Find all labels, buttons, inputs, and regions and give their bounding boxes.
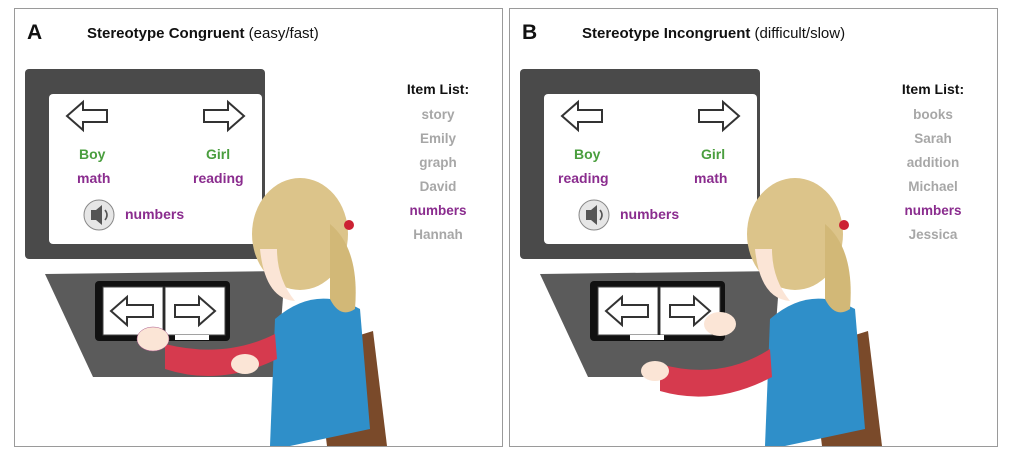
audio-stimulus: numbers	[125, 206, 185, 222]
panel-a: A Stereotype Congruent (easy/fast) Boy G…	[14, 8, 503, 447]
screen-content: Boy Girl reading math numbers	[544, 94, 757, 244]
list-item: graph	[419, 155, 457, 170]
other-hand	[641, 361, 669, 381]
sleeve	[660, 349, 772, 397]
other-hand	[231, 354, 259, 374]
right-attribute: reading	[193, 170, 244, 186]
list-item: Emily	[419, 131, 457, 146]
right-arrow-icon	[203, 99, 246, 133]
list-item: Jessica	[908, 227, 958, 242]
left-attribute: reading	[558, 170, 609, 186]
right-key-arrow-icon	[669, 294, 712, 328]
right-arrow-icon	[698, 99, 741, 133]
hair-tie	[344, 220, 354, 230]
face	[755, 249, 790, 301]
panel-letter: B	[522, 21, 538, 44]
left-key-arrow-icon	[604, 294, 649, 328]
right-category: Girl	[206, 146, 231, 162]
speaker-icon	[83, 199, 115, 231]
ponytail	[330, 224, 356, 313]
left-attribute: math	[77, 170, 111, 186]
list-item: Sarah	[914, 131, 952, 146]
audio-stimulus: numbers	[620, 206, 680, 222]
list-item-current: numbers	[904, 203, 962, 218]
panel-letter: A	[27, 21, 43, 44]
hand	[704, 312, 736, 336]
heading-speed: (easy/fast)	[244, 25, 319, 42]
right-category: Girl	[701, 146, 726, 162]
item-list-title: Item List:	[406, 81, 470, 97]
list-item: story	[421, 107, 455, 122]
left-category: Boy	[79, 146, 106, 162]
heading-speed: (difficult/slow)	[750, 25, 846, 42]
shirt	[270, 298, 370, 446]
panel-heading: Stereotype Incongruent (difficult/slow)	[582, 25, 845, 42]
heading-condition: Stereotype Congruent	[87, 25, 245, 42]
panel-heading: Stereotype Congruent (easy/fast)	[87, 25, 319, 42]
shirt	[765, 298, 865, 446]
list-item: addition	[906, 155, 960, 170]
left-key-arrow-icon	[109, 294, 154, 328]
face	[260, 249, 295, 301]
left-arrow-icon	[560, 99, 603, 133]
ponytail	[825, 224, 851, 313]
hand	[136, 326, 170, 352]
speaker-icon	[578, 199, 610, 231]
list-item-current: numbers	[409, 203, 467, 218]
item-list: Item List: books Sarah addition Michael …	[880, 81, 986, 247]
pad-slot	[630, 335, 664, 340]
item-list: Item List: story Emily graph David numbe…	[385, 81, 491, 247]
item-list-title: Item List:	[901, 81, 965, 97]
hair-tie	[839, 220, 849, 230]
right-attribute: math	[694, 170, 728, 186]
panel-b: B Stereotype Incongruent (difficult/slow…	[509, 8, 998, 447]
right-key-arrow-icon	[174, 294, 217, 328]
list-item: Michael	[908, 179, 958, 194]
list-item: David	[419, 179, 457, 194]
list-item: books	[913, 107, 953, 122]
left-category: Boy	[574, 146, 601, 162]
pad-slot	[175, 335, 209, 340]
heading-condition: Stereotype Incongruent	[582, 25, 751, 42]
list-item: Hannah	[413, 227, 463, 242]
left-arrow-icon	[65, 99, 108, 133]
screen-content: Boy Girl math reading numbers	[49, 94, 262, 244]
